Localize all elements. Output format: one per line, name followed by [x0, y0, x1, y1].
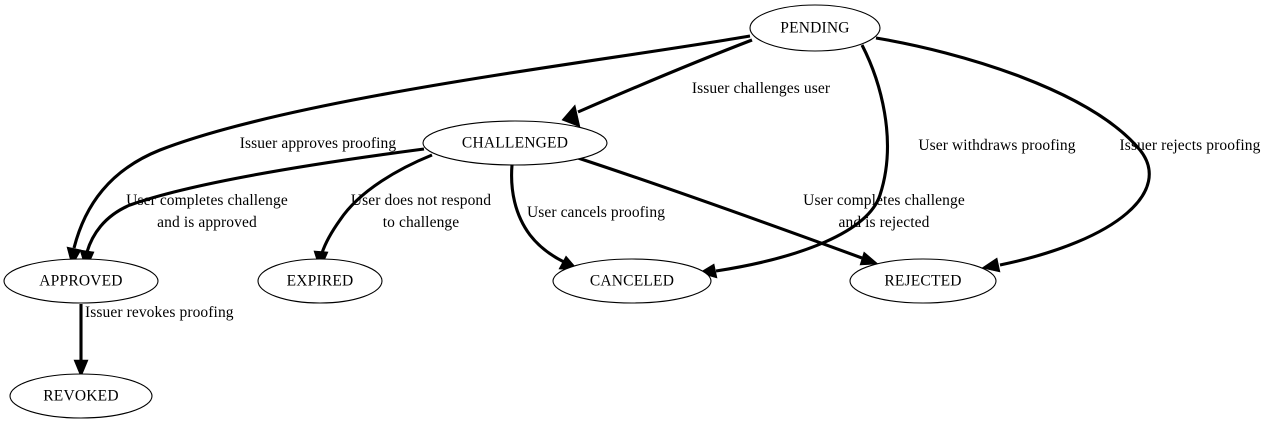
edge-pending-to-rejected [875, 36, 1151, 273]
edge-label-text: Issuer revokes proofing [85, 304, 234, 321]
arrowhead-approved-from-pending [66, 246, 82, 267]
edge-label-text-line1: User does not respond [351, 192, 491, 209]
edge-pending-to-challenged [561, 38, 753, 128]
edge-path-pending-challenged [577, 38, 753, 114]
edge-label-pending-challenged: Issuer challenges user [692, 80, 831, 97]
edge-label-text-line1: User completes challenge [126, 192, 288, 209]
node-label-canceled: CANCELED [590, 273, 674, 290]
edge-label-challenged-rejected: User completes challenge and is rejected [803, 192, 965, 231]
node-label-pending: PENDING [780, 20, 849, 37]
node-shape-rejected[interactable] [849, 258, 997, 304]
edge-challenged-to-approved [79, 147, 425, 271]
edge-label-pending-rejected: Issuer rejects proofing [1120, 137, 1261, 154]
node-label-expired: EXPIRED [287, 273, 354, 290]
edge-label-text: User withdraws proofing [918, 137, 1075, 154]
edge-label-pending-approved: Issuer approves proofing [240, 135, 397, 152]
node-challenged[interactable]: CHALLENGED [422, 120, 608, 166]
edge-path-challenged-approved [85, 147, 425, 253]
edge-path-challenged-expired [320, 153, 433, 254]
node-label-approved: APPROVED [39, 273, 122, 290]
node-shape-canceled[interactable] [552, 258, 712, 304]
edge-challenged-to-rejected [577, 156, 879, 266]
edge-challenged-to-expired [313, 153, 433, 271]
edge-label-challenged-expired: User does not respond to challenge [351, 192, 491, 231]
node-pending[interactable]: PENDING [749, 4, 881, 52]
edge-label-text: Issuer approves proofing [240, 135, 397, 152]
edge-path-challenged-rejected [577, 156, 863, 260]
node-rejected[interactable]: REJECTED [849, 258, 997, 304]
node-expired[interactable]: EXPIRED [257, 258, 383, 304]
node-label-revoked: REVOKED [43, 388, 118, 405]
edge-label-text: User cancels proofing [527, 204, 665, 221]
edge-approved-to-revoked [73, 304, 89, 378]
node-approved[interactable]: APPROVED [3, 258, 159, 304]
arrowhead-rejected-from-pending [981, 257, 1001, 273]
node-shape-approved[interactable] [3, 258, 159, 304]
edge-label-challenged-canceled: User cancels proofing [527, 204, 665, 221]
edge-label-pending-canceled: User withdraws proofing [918, 137, 1075, 154]
edge-path-challenged-canceled [510, 164, 565, 264]
edge-label-approved-revoked: Issuer revokes proofing [85, 304, 234, 321]
edge-pending-to-approved [66, 34, 751, 267]
edge-label-challenged-approved: User completes challenge and is approved [126, 192, 288, 231]
node-revoked[interactable]: REVOKED [9, 373, 153, 419]
edge-label-text-line2: and is rejected [838, 214, 929, 231]
edge-path-pending-approved [72, 34, 751, 249]
node-shape-expired[interactable] [257, 258, 383, 304]
edge-path-pending-canceled [715, 44, 889, 273]
node-shape-revoked[interactable] [9, 373, 153, 419]
node-shape-challenged[interactable] [422, 120, 608, 166]
edge-label-text-line2: to challenge [383, 214, 460, 231]
node-canceled[interactable]: CANCELED [552, 258, 712, 304]
node-shape-pending[interactable] [749, 4, 881, 52]
edge-path-pending-rejected [875, 36, 1151, 267]
arrowhead-revoked-from-approved [73, 359, 89, 378]
edge-label-text: Issuer challenges user [692, 80, 831, 97]
node-label-rejected: REJECTED [884, 273, 961, 290]
edge-label-text-line1: User completes challenge [803, 192, 965, 209]
node-label-challenged: CHALLENGED [462, 135, 568, 152]
edge-label-text: Issuer rejects proofing [1120, 137, 1261, 154]
edge-label-text-line2: and is approved [157, 214, 257, 231]
arrowhead-rejected-from-challenged [859, 251, 879, 266]
arrowhead-challenged-from-pending [561, 104, 581, 128]
